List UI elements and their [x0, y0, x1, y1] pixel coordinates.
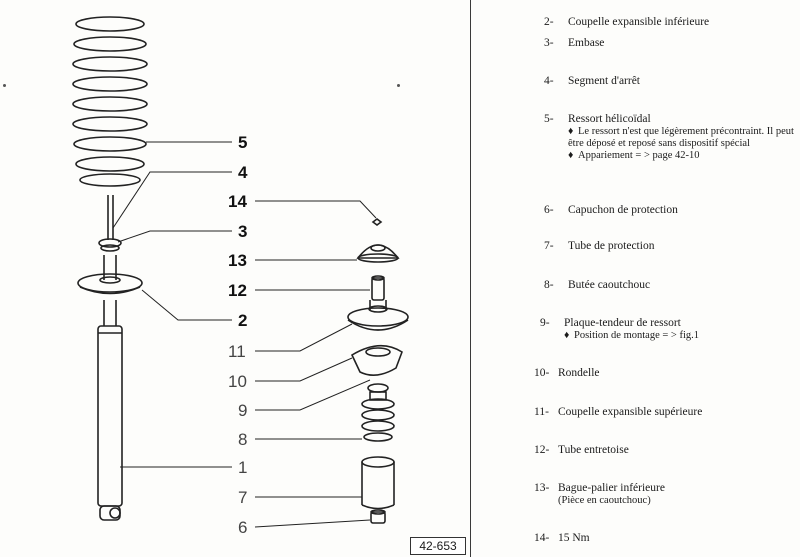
- callout-8: 8: [238, 430, 248, 449]
- upper-spring-seat-11: [347, 300, 409, 331]
- callout-6: 6: [238, 518, 248, 537]
- strut-illustration: [72, 16, 409, 528]
- rubber-stop-8: [361, 383, 395, 442]
- legend-item-11: 11-Coupelle expansible supérieure: [534, 406, 703, 418]
- callout-9: 9: [238, 401, 248, 420]
- dust-tube-7: [361, 456, 395, 510]
- callout-12: 12: [228, 281, 247, 300]
- cap-6: [370, 509, 386, 524]
- legend-5-bullet-1: ♦Le ressort n'est que légèrement précont…: [568, 126, 794, 149]
- spacer-tube-12: [371, 275, 385, 301]
- legend-item-6: 6-Capuchon de protection: [544, 204, 678, 216]
- callout-13: 13: [228, 251, 247, 270]
- legend-item-10: 10-Rondelle: [534, 367, 600, 379]
- parts-legend: 2-Coupelle expansible inférieure 3-Embas…: [490, 0, 800, 557]
- tension-plate-9: [350, 344, 403, 376]
- leader-lines: [112, 141, 377, 528]
- figure-reference: 42-653: [410, 537, 466, 555]
- callout-2: 2: [238, 311, 248, 330]
- lower-spring-seat: [77, 255, 143, 295]
- scan-speck: [397, 84, 400, 87]
- legend-item-13: 13-Bague-palier inférieure (Pièce en cao…: [534, 482, 665, 506]
- legend-item-3: 3-Embase: [544, 37, 605, 49]
- piston-rod: [98, 195, 122, 252]
- shock-absorber: [97, 300, 123, 521]
- callout-10: 10: [228, 372, 247, 391]
- callout-14: 14: [228, 192, 247, 211]
- legend-9-bullet-1: ♦Position de montage = > fig.1: [564, 330, 700, 341]
- callout-7: 7: [238, 488, 248, 507]
- legend-item-12: 12-Tube entretoise: [534, 444, 629, 456]
- callout-5: 5: [238, 133, 248, 152]
- legend-5-bullet-2: ♦Appariement = > page 42-10: [568, 150, 700, 161]
- legend-item-14: 14-15 Nm: [534, 532, 590, 544]
- callout-3: 3: [238, 222, 248, 241]
- exploded-diagram: 5 4 14 3 13 12 2 11 10 9 8 1 7 6 42-653: [72, 0, 471, 557]
- legend-item-2: 2-Coupelle expansible inférieure: [544, 16, 710, 28]
- scan-speck: [3, 84, 6, 87]
- legend-item-9: 9-Plaque-tendeur de ressort ♦Position de…: [540, 317, 798, 342]
- legend-item-4: 4-Segment d'arrêt: [544, 75, 641, 87]
- coil-spring: [72, 16, 148, 187]
- callout-11: 11: [228, 342, 246, 361]
- bolt-14: [371, 218, 383, 226]
- rubber-bushing-13: [356, 244, 400, 263]
- legend-item-5: 5-Ressort hélicoïdal ♦Le ressort n'est q…: [544, 113, 798, 162]
- legend-item-8: 8-Butée caoutchouc: [544, 279, 651, 291]
- legend-item-7: 7-Tube de protection: [544, 240, 655, 252]
- callout-1: 1: [238, 458, 248, 477]
- callout-4: 4: [238, 163, 248, 182]
